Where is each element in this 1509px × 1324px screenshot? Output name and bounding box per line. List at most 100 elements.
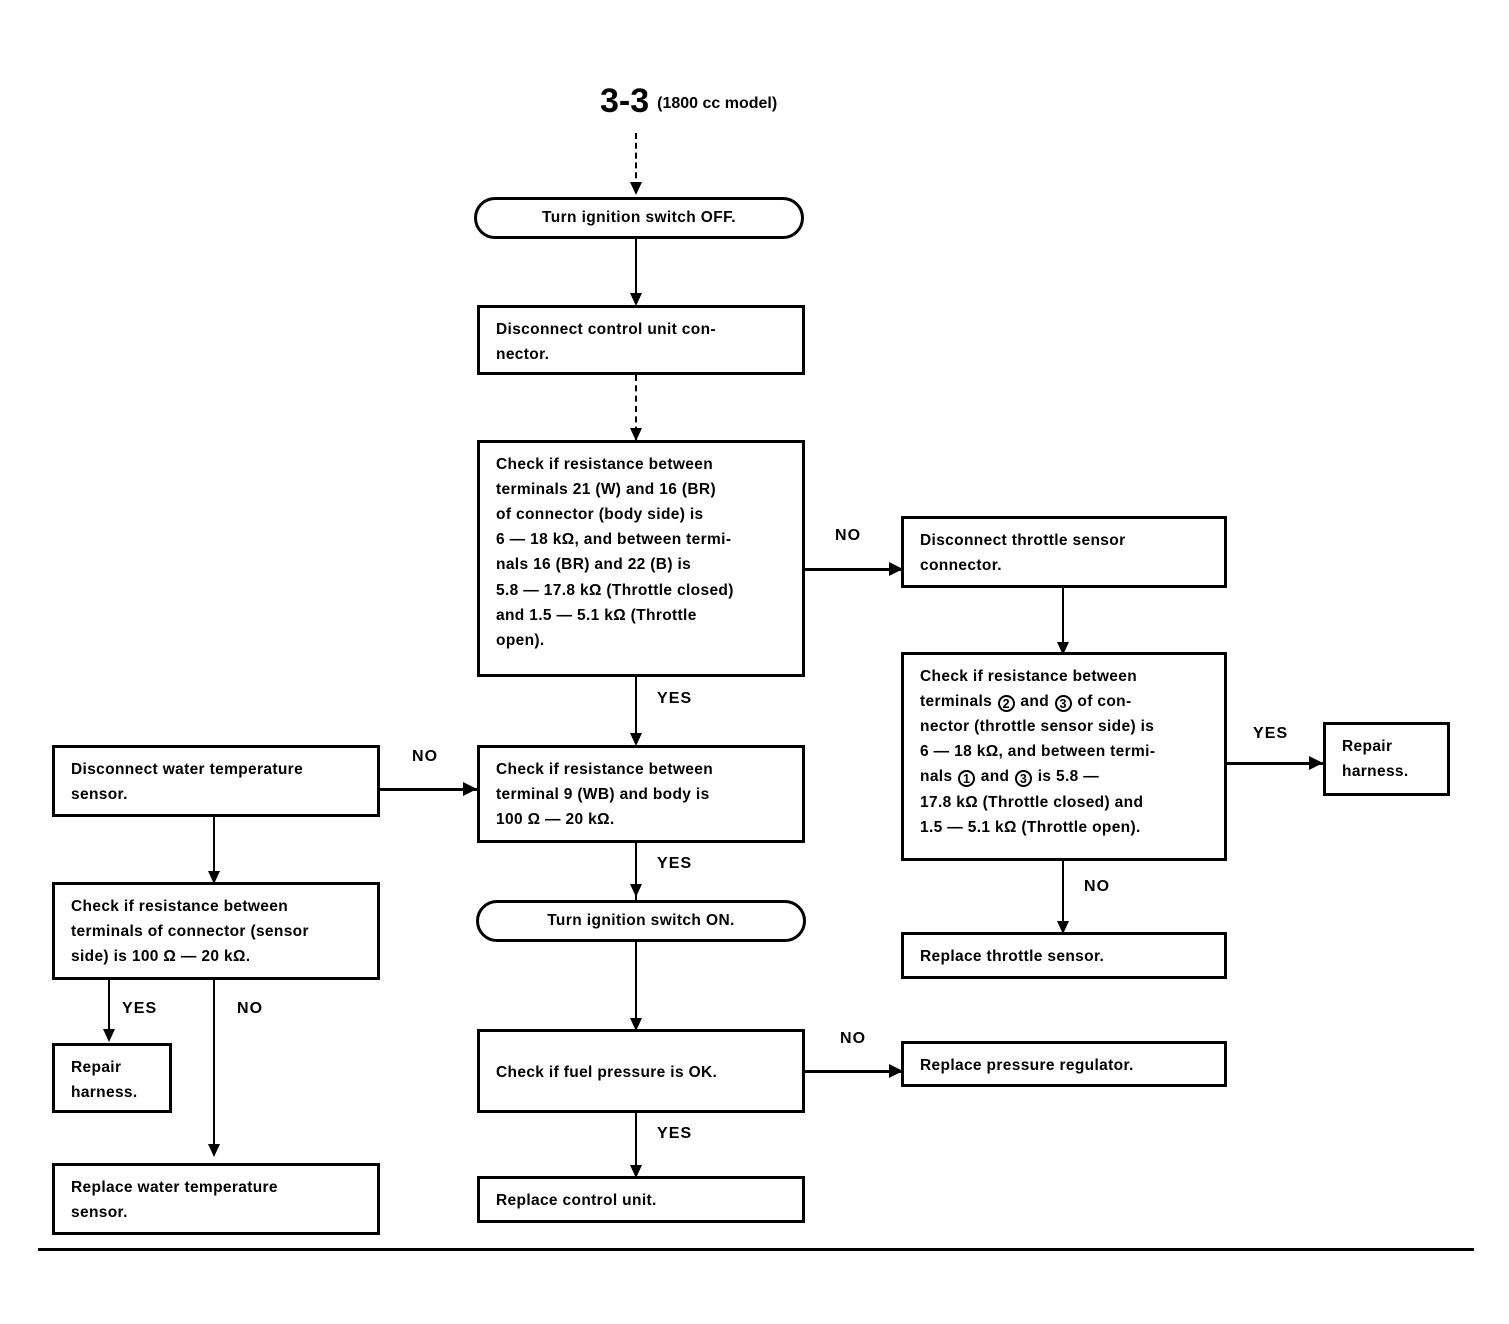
check-main-line-2: terminals 21 (W) and 16 (BR) [496, 481, 716, 499]
check-throttle-l5-b: and [980, 768, 1010, 786]
arrowhead-title-to-ignition-off [630, 182, 642, 195]
node-replace-pressure-regulator: Replace pressure regulator. [901, 1041, 1227, 1087]
node-check-throttle-resistance: Check if resistance between terminals 2 … [901, 652, 1227, 861]
check-main-line-7: and 1.5 — 5.1 kΩ (Throttle [496, 606, 697, 624]
page-title: 3-3 (1800 cc model) [600, 82, 777, 121]
edge-label-throttle-yes: YES [1253, 725, 1289, 742]
arrowhead-replace-pressure-regulator [889, 1064, 903, 1078]
edge-label-wtemp-no: NO [237, 1000, 264, 1017]
check-throttle-line-6: 17.8 kΩ (Throttle closed) and [920, 793, 1144, 811]
arrowhead-replace-water-temp-sensor [208, 1144, 220, 1157]
arrowhead-check-water-temp [208, 871, 220, 884]
node-replace-water-temp-sensor: Replace water temperature sensor. [52, 1163, 380, 1235]
connector-wtemp-no [213, 980, 215, 1150]
node-disconnect-throttle-sensor: Disconnect throttle sensor connector. [901, 516, 1227, 588]
node-replace-throttle-sensor: Replace throttle sensor. [901, 932, 1227, 979]
edge-label-terminal9-yes: YES [657, 855, 693, 872]
check-water-temp-line-3: side) is 100 Ω — 20 kΩ. [71, 948, 251, 966]
check-water-temp-line-1: Check if resistance between [71, 898, 289, 915]
arrowhead-ignition-on [630, 884, 642, 897]
node-repair-harness-left: Repair harness. [52, 1043, 172, 1113]
check-main-line-5: nals 16 (BR) and 22 (B) is [496, 556, 692, 574]
check-throttle-l2-c: of con- [1077, 693, 1132, 711]
edge-label-wtemp-yes: YES [122, 1000, 158, 1017]
node-repair-harness-right-line-1: Repair [1342, 738, 1393, 755]
connector-main-yes [635, 677, 637, 739]
node-disconnect-control-unit: Disconnect control unit con- nector. [477, 305, 805, 375]
connector-ignition-off-to-disconnect-cu [635, 239, 637, 299]
connector-disconnect-water-to-check [213, 817, 215, 879]
check-throttle-line-4: 6 — 18 kΩ, and between termi- [920, 743, 1156, 761]
connector-fuel-yes [635, 1113, 637, 1171]
check-throttle-line-3: nector (throttle sensor side) is [920, 718, 1155, 736]
node-disconnect-water-temp-sensor: Disconnect water temperature sensor. [52, 745, 380, 817]
node-disconnect-control-unit-line-2: nector. [496, 346, 550, 364]
edge-label-fuel-yes: YES [657, 1125, 693, 1142]
check-water-temp-line-2: terminals of connector (sensor [71, 923, 309, 941]
connector-throttle-no [1062, 861, 1064, 927]
check-main-line-4: 6 — 18 kΩ, and between termi- [496, 531, 732, 549]
edge-label-main-no: NO [835, 527, 862, 544]
check-terminal9-line-3: 100 Ω — 20 kΩ. [496, 811, 615, 829]
terminal-number-3-circled: 3 [1054, 695, 1072, 713]
node-check-water-temp-resistance: Check if resistance between terminals of… [52, 882, 380, 980]
arrowhead-disconnect-throttle [889, 562, 903, 576]
node-repair-harness-left-line-1: Repair [71, 1059, 122, 1076]
connector-ignition-on-to-fuel-check [635, 942, 637, 1026]
connector-main-no [805, 568, 901, 571]
node-replace-throttle-sensor-label: Replace throttle sensor. [920, 948, 1105, 966]
check-terminal9-line-1: Check if resistance between [496, 761, 714, 778]
connector-disconnect-throttle-to-check [1062, 588, 1064, 650]
node-replace-control-unit-label: Replace control unit. [496, 1192, 657, 1210]
check-throttle-l5-a: nals [920, 768, 953, 786]
arrowhead-check-terminal9-from-left [463, 782, 477, 796]
terminal-number-3b-circled: 3 [1015, 770, 1033, 788]
check-throttle-line-7: 1.5 — 5.1 kΩ (Throttle open). [920, 818, 1141, 836]
connector-water-no [380, 788, 477, 791]
check-main-line-8: open). [496, 631, 545, 649]
arrowhead-replace-control-unit [630, 1165, 642, 1178]
arrowhead-replace-throttle-sensor [1057, 921, 1069, 934]
arrowhead-repair-harness-right [1309, 756, 1323, 770]
page-title-number: 3-3 [600, 82, 650, 120]
node-disconnect-throttle-line-1: Disconnect throttle sensor [920, 532, 1126, 549]
node-check-fuel-pressure: Check if fuel pressure is OK. [477, 1029, 805, 1113]
check-throttle-l2-a: terminals [920, 693, 993, 711]
page-title-subtitle: (1800 cc model) [657, 95, 778, 112]
node-repair-harness-right: Repair harness. [1323, 722, 1450, 796]
connector-title-to-ignition-off [635, 133, 637, 188]
node-check-fuel-pressure-label: Check if fuel pressure is OK. [496, 1063, 718, 1081]
check-throttle-l2-b: and [1020, 693, 1050, 711]
check-throttle-line-1: Check if resistance between [920, 668, 1138, 685]
node-turn-ignition-on-label: Turn ignition switch ON. [547, 912, 735, 929]
connector-fuel-no [805, 1070, 910, 1073]
node-turn-ignition-on: Turn ignition switch ON. [476, 900, 806, 942]
node-repair-harness-left-line-2: harness. [71, 1084, 138, 1102]
arrowhead-check-fuel-pressure [630, 1018, 642, 1031]
check-main-line-6: 5.8 — 17.8 kΩ (Throttle closed) [496, 581, 734, 599]
arrowhead-check-terminal9 [630, 733, 642, 746]
arrowhead-disconnect-cu [630, 293, 642, 306]
edge-label-fuel-no: NO [840, 1030, 867, 1047]
terminal-number-1-circled: 1 [958, 770, 976, 788]
node-disconnect-water-temp-line-1: Disconnect water temperature [71, 761, 304, 778]
edge-label-water-no: NO [412, 748, 439, 765]
check-main-line-3: of connector (body side) is [496, 506, 704, 524]
edge-label-main-yes: YES [657, 690, 693, 707]
connector-wtemp-yes [108, 980, 110, 1035]
arrowhead-repair-harness-left [103, 1029, 115, 1042]
node-disconnect-throttle-line-2: connector. [920, 557, 1002, 575]
arrowhead-check-main [630, 428, 642, 441]
node-disconnect-control-unit-line-1: Disconnect control unit con- [496, 321, 716, 338]
page-bottom-rule [38, 1248, 1474, 1251]
check-throttle-line-2: terminals 2 and 3 of con- [920, 689, 1210, 714]
connector-terminal9-yes [635, 843, 637, 903]
node-replace-water-temp-line-2: sensor. [71, 1204, 128, 1222]
node-replace-pressure-regulator-label: Replace pressure regulator. [920, 1056, 1134, 1074]
node-check-terminal9: Check if resistance between terminal 9 (… [477, 745, 805, 843]
edge-label-throttle-no: NO [1084, 878, 1111, 895]
check-throttle-l5-c: is 5.8 — [1037, 768, 1100, 786]
node-turn-ignition-off-label: Turn ignition switch OFF. [542, 209, 736, 226]
connector-disconnect-cu-to-check-main [635, 375, 637, 443]
